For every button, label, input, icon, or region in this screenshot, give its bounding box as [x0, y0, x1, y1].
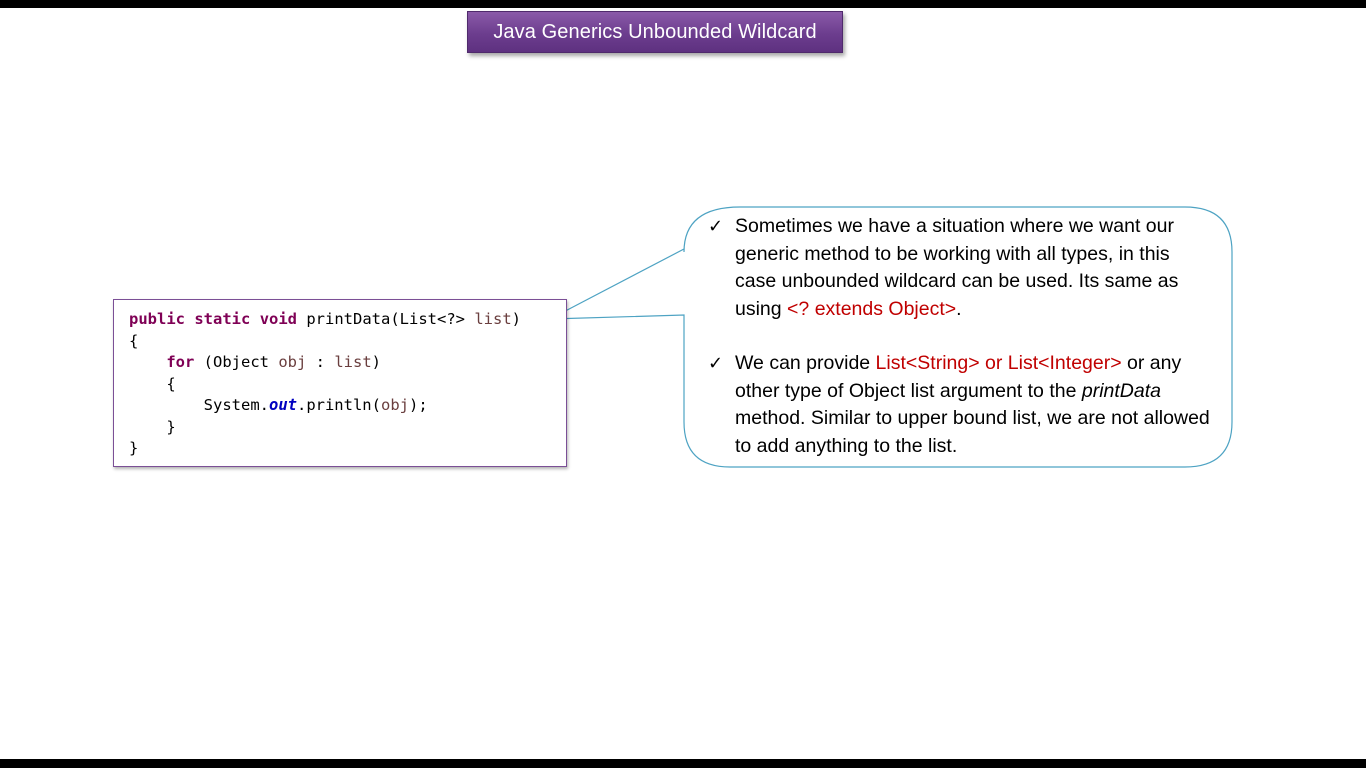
bullet-2-text-b: or any other type of Object list argumen…: [735, 352, 1182, 402]
code-token: obj: [278, 353, 307, 371]
slide-title-banner: Java Generics Unbounded Wildcard: [467, 11, 843, 53]
code-token: :: [306, 353, 335, 371]
code-token: .println(: [296, 396, 381, 414]
callout-content: ✓ Sometimes we have a situation where we…: [708, 213, 1213, 460]
code-line: {: [129, 331, 521, 353]
speech-bubble-outline: [549, 206, 1233, 468]
code-line: {: [129, 374, 521, 396]
letterbox-top-bar: [0, 0, 1366, 8]
code-token: list: [474, 310, 512, 328]
code-snippet-box: public static void printData(List<?> lis…: [113, 299, 567, 467]
code-token: {: [129, 374, 176, 393]
bullet-2-highlight: List<String> or List<Integer>: [875, 352, 1122, 374]
code-token: ): [511, 310, 521, 328]
checkmark-icon: ✓: [708, 353, 724, 373]
code-line: System.out.println(obj);: [129, 395, 521, 417]
letterbox-bottom-bar: [0, 759, 1366, 768]
code-token: ): [371, 353, 381, 371]
bullet-2-text-a: We can provide: [735, 352, 876, 374]
slide-title: Java Generics Unbounded Wildcard: [493, 20, 817, 43]
code-token: public: [129, 310, 185, 328]
code-token: (Object: [194, 353, 279, 371]
code-token: {: [129, 331, 139, 350]
bullet-1-end: .: [956, 297, 962, 320]
code-token: obj: [380, 396, 409, 414]
code-token: [129, 353, 166, 371]
bullet-1-highlight: <? extends Object>: [787, 297, 957, 320]
code-token: void: [259, 310, 298, 328]
checkmark-icon: ✓: [708, 216, 724, 236]
code-token: printData(List<?>: [297, 310, 475, 328]
code-token: [185, 310, 194, 328]
code-token: list: [334, 353, 372, 371]
code-token: );: [408, 396, 428, 414]
code-token: }: [129, 417, 176, 436]
bullet-2-text-c: method. Similar to upper bound list, we …: [735, 407, 1210, 457]
code-token: [250, 310, 259, 328]
code-token: out: [268, 396, 297, 414]
bullet-1-text: Sometimes we have a situation where we w…: [735, 215, 1179, 320]
code-token: for: [166, 353, 195, 371]
bullet-2-method-name: printData: [1081, 379, 1161, 402]
code-line: public static void printData(List<?> lis…: [129, 309, 521, 331]
bullet-point-1: ✓ Sometimes we have a situation where we…: [708, 213, 1213, 323]
code-token: static: [194, 310, 251, 328]
code-token: System.: [129, 396, 269, 414]
code-line: }: [129, 417, 521, 439]
code-snippet: public static void printData(List<?> lis…: [129, 309, 521, 460]
code-token: }: [129, 439, 139, 457]
bullet-point-2: ✓ We can provide List<String> or List<In…: [708, 350, 1213, 460]
code-line: }: [129, 438, 521, 460]
code-line: for (Object obj : list): [129, 352, 521, 374]
